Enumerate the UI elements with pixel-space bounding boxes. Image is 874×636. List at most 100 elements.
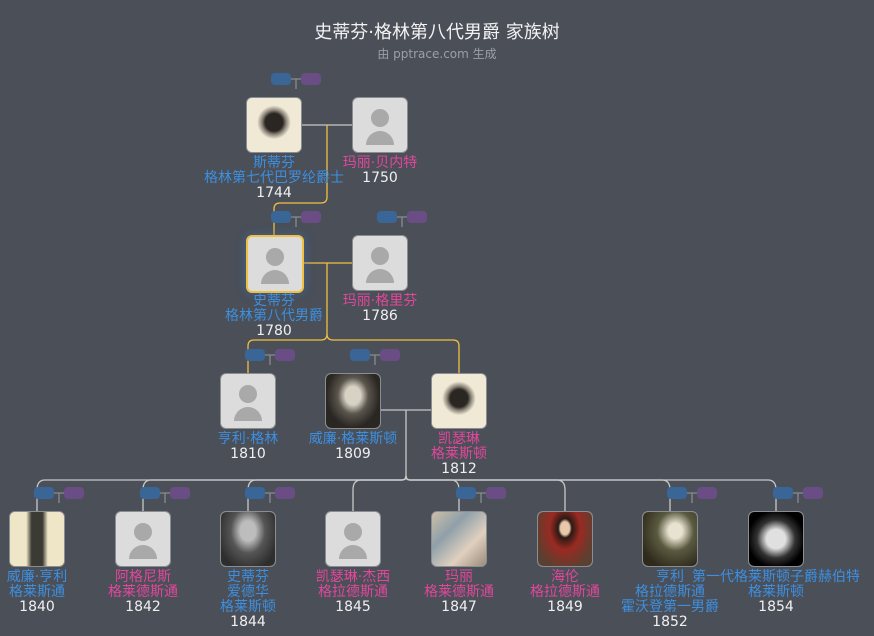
birth-year: 1842	[125, 599, 161, 615]
expand-mother-button[interactable]	[486, 487, 506, 499]
person-card-c4[interactable]	[325, 511, 381, 567]
expand-mother-button[interactable]	[301, 73, 321, 85]
person-name-line[interactable]: 史蒂芬	[253, 293, 295, 309]
avatar-placeholder-icon	[371, 109, 389, 127]
expand-mother-button[interactable]	[275, 487, 295, 499]
person-name-line[interactable]: 斯蒂芬	[253, 155, 295, 171]
person-name-line[interactable]: 玛丽	[445, 569, 473, 585]
expand-father-button[interactable]	[377, 211, 397, 223]
birth-year: 1845	[335, 599, 371, 615]
person-name-line[interactable]: 格莱德斯通	[424, 584, 494, 600]
expand-mother-button[interactable]	[407, 211, 427, 223]
person-card-p5[interactable]	[220, 373, 276, 429]
avatar-placeholder-icon	[266, 248, 284, 266]
person-name-line[interactable]: 玛丽·贝内特	[342, 155, 418, 171]
connector-line	[326, 333, 460, 373]
person-name-line[interactable]: 凯瑟琳·杰西	[315, 569, 391, 585]
birth-year: 1849	[547, 599, 583, 615]
page-subtitle: 由 pptrace.com 生成	[377, 47, 497, 61]
person-name-line[interactable]: 格拉德斯通	[530, 584, 600, 600]
person-name-line[interactable]: 格莱斯顿	[220, 599, 276, 615]
expand-father-button[interactable]	[773, 487, 793, 499]
expand-mother-button[interactable]	[380, 349, 400, 361]
person-card-p3[interactable]	[246, 235, 304, 293]
person-card-c6[interactable]	[537, 511, 593, 567]
expand-father-button[interactable]	[140, 487, 160, 499]
connector-line	[405, 475, 671, 511]
avatar-placeholder-icon	[339, 545, 367, 559]
expand-father-button[interactable]	[271, 73, 291, 85]
person-card-p7[interactable]	[431, 373, 487, 429]
birth-year: 1847	[441, 599, 477, 615]
person-name-line[interactable]: 格莱斯通	[9, 584, 65, 600]
person-card-p6[interactable]	[325, 373, 381, 429]
expand-father-button[interactable]	[350, 349, 370, 361]
avatar-placeholder-icon	[234, 407, 262, 421]
person-name-line[interactable]: 格林第八代男爵	[225, 308, 323, 324]
person-card-c8[interactable]	[748, 511, 804, 567]
connector-line	[54, 492, 64, 503]
expand-mother-button[interactable]	[64, 487, 84, 499]
expand-father-button[interactable]	[667, 487, 687, 499]
avatar-placeholder-icon	[371, 247, 389, 265]
person-name-line[interactable]: 凯瑟琳	[438, 431, 480, 447]
person-name-line[interactable]: 格莱德斯通	[108, 584, 178, 600]
person-name-line[interactable]: 威廉·亨利	[6, 569, 68, 585]
connector-line	[265, 492, 275, 503]
person-name-line[interactable]: 史蒂芬	[227, 569, 269, 585]
portrait-photo	[432, 374, 486, 428]
portrait-photo	[221, 512, 275, 566]
person-name-line[interactable]: 亨利	[656, 569, 684, 585]
expand-mother-button[interactable]	[170, 487, 190, 499]
portrait-photo	[749, 512, 803, 566]
expand-father-button[interactable]	[245, 487, 265, 499]
person-name-line[interactable]: 格莱斯顿	[431, 446, 487, 462]
expand-father-button[interactable]	[456, 487, 476, 499]
person-card-c3[interactable]	[220, 511, 276, 567]
person-name-line[interactable]: 海伦	[551, 569, 579, 585]
person-name-line[interactable]: 格拉德斯通	[318, 584, 388, 600]
person-card-c7[interactable]	[642, 511, 698, 567]
avatar-placeholder-icon	[134, 523, 152, 541]
person-card-p1[interactable]	[246, 97, 302, 153]
person-name-line[interactable]: 霍沃登第一男爵	[621, 599, 719, 615]
expand-mother-button[interactable]	[697, 487, 717, 499]
person-card-p2[interactable]	[352, 97, 408, 153]
expand-mother-button[interactable]	[275, 349, 295, 361]
expand-mother-button[interactable]	[301, 211, 321, 223]
connector-line	[397, 216, 407, 227]
birth-year: 1809	[335, 446, 371, 462]
birth-year: 1840	[19, 599, 55, 615]
person-name-line[interactable]: 格拉德斯通	[635, 584, 705, 600]
person-name-line[interactable]: 亨利·格林	[217, 431, 279, 447]
person-card-p4[interactable]	[352, 235, 408, 291]
person-name-line[interactable]: 玛丽·格里芬	[342, 293, 418, 309]
person-card-c5[interactable]	[431, 511, 487, 567]
expand-father-button[interactable]	[245, 349, 265, 361]
person-name-line[interactable]: 格莱斯顿	[748, 584, 804, 600]
person-name-line[interactable]: 爱德华	[227, 584, 269, 600]
expand-father-button[interactable]	[34, 487, 54, 499]
expand-mother-button[interactable]	[803, 487, 823, 499]
avatar-placeholder-icon	[344, 523, 362, 541]
avatar-placeholder-icon	[366, 269, 394, 283]
birth-year: 1786	[362, 308, 398, 324]
person-name-line[interactable]: 阿格尼斯	[115, 569, 171, 585]
person-name-line[interactable]: 威廉·格莱斯顿	[308, 431, 398, 447]
connector-line	[476, 492, 486, 503]
person-card-c1[interactable]	[9, 511, 65, 567]
person-name-line[interactable]: 第一代格莱斯顿子爵赫伯特	[692, 569, 860, 585]
person-card-c2[interactable]	[115, 511, 171, 567]
person-name-line[interactable]: 格林第七代巴罗纶爵士	[204, 170, 344, 186]
expand-father-button[interactable]	[271, 211, 291, 223]
birth-year: 1750	[362, 170, 398, 186]
